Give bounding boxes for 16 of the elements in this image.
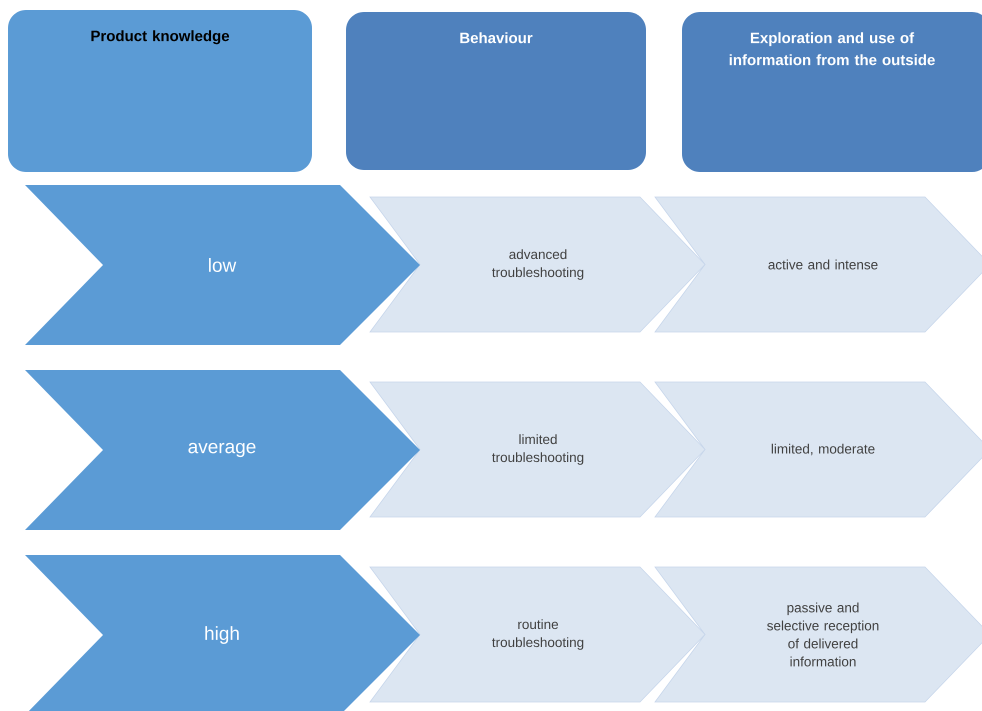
text-banner: routine troubleshooting [369, 566, 706, 702]
text-banner: advanced troubleshooting [369, 196, 706, 332]
text-banner: passive and selective reception of delivered information [654, 566, 982, 702]
level-banner: average [25, 370, 420, 530]
text-banner: active and intense [654, 196, 982, 332]
node-label: active and intense [768, 260, 878, 270]
node-label: routine troubleshooting [492, 619, 584, 650]
header-box: Exploration and use of information from the outside [682, 12, 982, 172]
node-label: limited, moderate [772, 444, 875, 456]
level-banner: low [25, 185, 420, 345]
level-banner: high [25, 555, 420, 711]
header-box: Product knowledge [8, 10, 312, 172]
text-banner: limited troubleshooting [369, 382, 706, 518]
node-label: passive and selective reception of delivered information [767, 602, 878, 666]
text-banner: limited, moderate [654, 382, 982, 518]
header-box: Behaviour [346, 12, 646, 170]
